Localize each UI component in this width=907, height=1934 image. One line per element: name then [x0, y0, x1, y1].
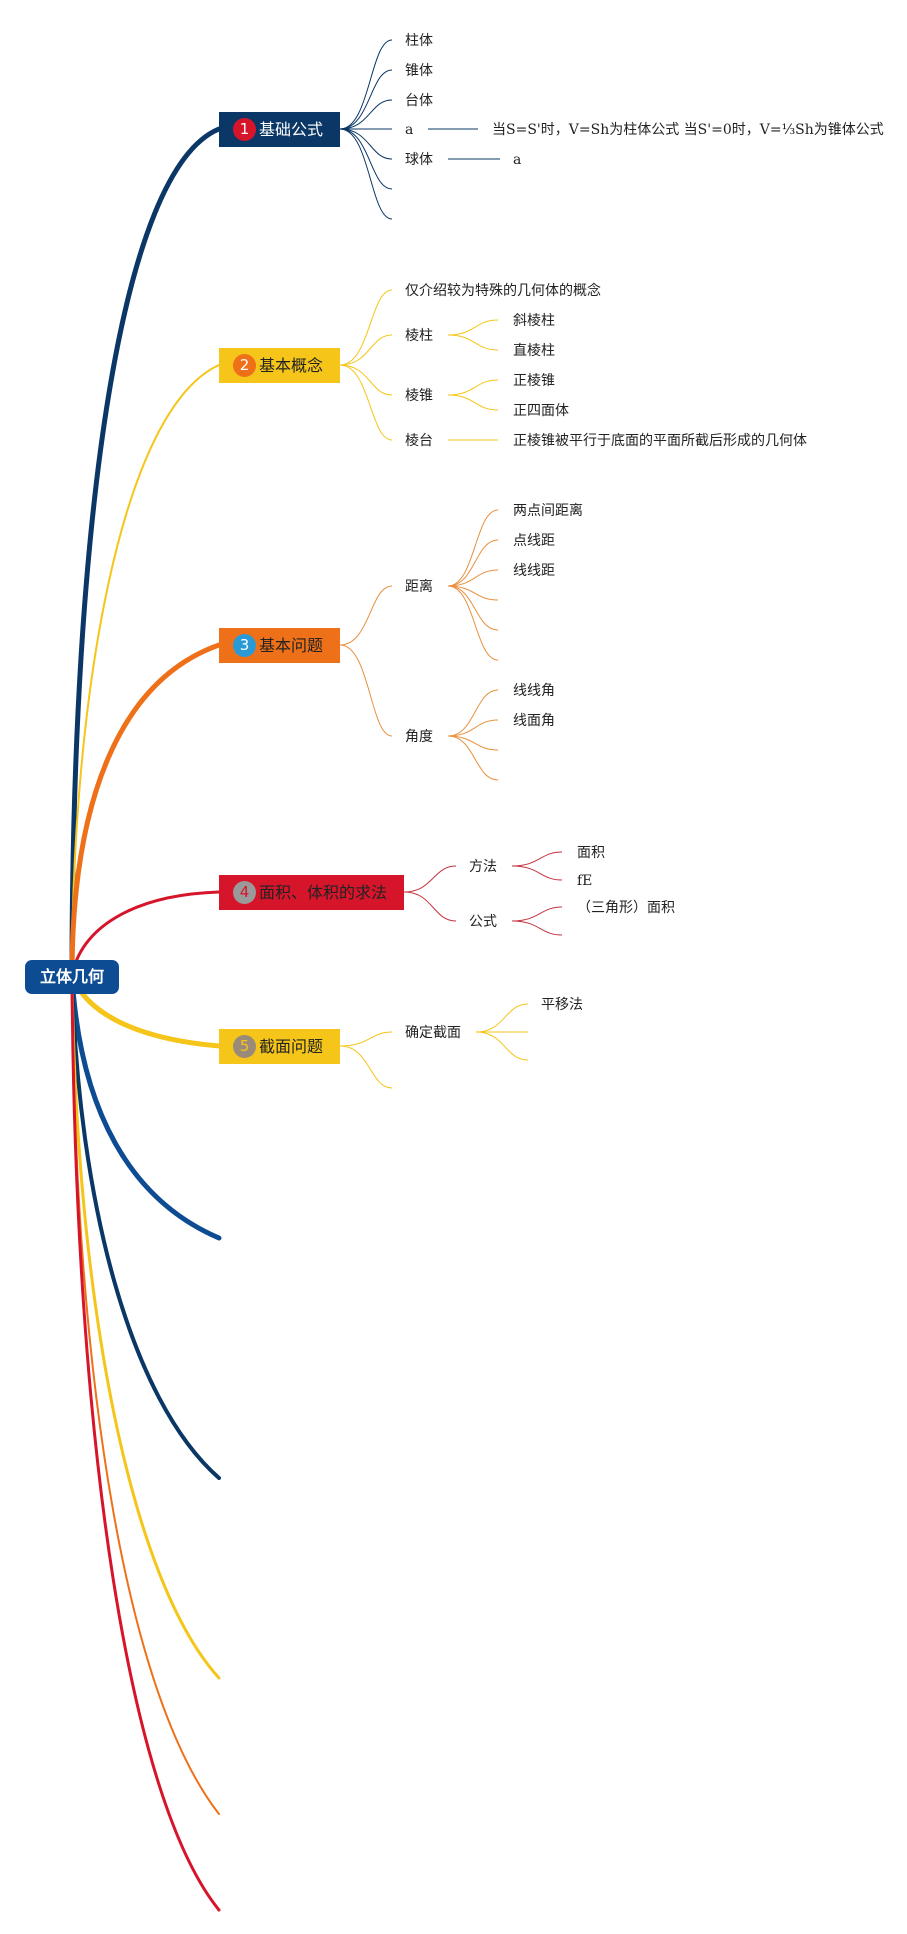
topic-label: 基础公式 — [259, 120, 324, 139]
topic-5-labels: 确定截面 平移法 — [405, 997, 583, 1041]
topic-4-labels: 方法 面积 fE 公式 （三角形）面积 — [469, 845, 675, 930]
main-branches — [69, 126, 222, 1912]
t1-child-5[interactable]: 球体 — [405, 152, 433, 168]
topic-4-subtree — [403, 851, 563, 936]
branch-topic-2 — [71, 364, 220, 977]
t1-child-4-formula[interactable]: 当S=S'时，V=Sh为柱体公式 当S'=0时，V=⅓Sh为锥体公式 — [492, 122, 884, 138]
root-label: 立体几何 — [39, 967, 104, 986]
topic-label: 面积、体积的求法 — [259, 883, 388, 902]
topic-node-cross-section-problems[interactable]: 5 截面问题 — [219, 1029, 340, 1064]
t1-child-3[interactable]: 台体 — [405, 93, 433, 109]
t2-child-1[interactable]: 仅介绍较为特殊的几何体的概念 — [405, 282, 601, 299]
topic-1-subtree — [339, 39, 500, 220]
t2-child-4-a[interactable]: 正棱锥被平行于底面的平面所截后形成的几何体 — [513, 433, 807, 449]
branch-topic-3 — [69, 642, 222, 979]
t3-child-2-b[interactable]: 线面角 — [513, 713, 555, 729]
branch-extra-5 — [70, 974, 221, 1912]
t2-child-3-a[interactable]: 正棱锥 — [513, 373, 555, 389]
t3-child-1-c[interactable]: 线线距 — [513, 563, 555, 579]
t2-child-3-b[interactable]: 正四面体 — [513, 403, 569, 419]
topic-3-labels: 距离 两点间距离 点线距 线线距 角度 线线角 线面角 — [405, 502, 583, 745]
topic-node-basic-problems[interactable]: 3 基本问题 — [219, 628, 340, 663]
t2-child-2[interactable]: 棱柱 — [405, 328, 433, 344]
topic-3-subtree — [339, 509, 499, 781]
t3-child-1-b[interactable]: 点线距 — [513, 533, 555, 549]
t3-child-2-a[interactable]: 线线角 — [513, 683, 555, 699]
t1-child-2[interactable]: 锥体 — [405, 63, 433, 79]
branch-extra-2 — [70, 974, 221, 1480]
topic-node-basic-formulas[interactable]: 1 基础公式 — [219, 112, 340, 147]
topic-5-subtree — [339, 1003, 529, 1089]
t2-child-4[interactable]: 棱台 — [405, 433, 433, 449]
topic-node-area-volume-methods[interactable]: 4 面积、体积的求法 — [219, 875, 404, 910]
branch-topic-4 — [70, 890, 221, 978]
root-node[interactable]: 立体几何 — [25, 960, 119, 994]
topic-2-subtree — [339, 289, 499, 441]
t5-child-1-a[interactable]: 平移法 — [541, 997, 583, 1013]
t3-child-1-a[interactable]: 两点间距离 — [513, 502, 583, 519]
t1-child-1[interactable]: 柱体 — [405, 33, 433, 49]
topic-number-badge: 4 — [233, 881, 256, 904]
t4-child-2-a[interactable]: （三角形）面积 — [577, 900, 675, 916]
topic-label: 截面问题 — [259, 1037, 324, 1056]
t1-child-5-sub[interactable]: a — [513, 152, 521, 168]
t4-child-1-b[interactable]: fE — [577, 873, 592, 889]
branch-extra-3 — [70, 974, 221, 1680]
topic-node-basic-concepts[interactable]: 2 基本概念 — [219, 348, 340, 383]
t2-child-2-a[interactable]: 斜棱柱 — [513, 313, 555, 329]
topic-1-labels: 柱体 锥体 台体 a 当S=S'时，V=Sh为柱体公式 当S'=0时，V=⅓Sh… — [405, 33, 884, 168]
topic-number-badge: 3 — [233, 634, 256, 657]
t1-child-4[interactable]: a — [405, 122, 413, 138]
t3-child-2[interactable]: 角度 — [405, 729, 433, 745]
topic-label: 基本概念 — [259, 356, 324, 375]
t4-child-2[interactable]: 公式 — [469, 914, 497, 930]
t2-child-2-b[interactable]: 直棱柱 — [513, 342, 555, 359]
t2-child-3[interactable]: 棱锥 — [405, 388, 433, 404]
topic-label: 基本问题 — [259, 636, 324, 655]
t5-child-1[interactable]: 确定截面 — [405, 1025, 461, 1041]
topic-number-badge: 5 — [233, 1035, 256, 1058]
t3-child-1[interactable]: 距离 — [405, 578, 433, 595]
topic-2-labels: 仅介绍较为特殊的几何体的概念 棱柱 斜棱柱 直棱柱 棱锥 正棱锥 正四面体 棱台… — [405, 282, 807, 449]
t4-child-1[interactable]: 方法 — [469, 859, 497, 875]
topic-number-badge: 2 — [233, 354, 256, 377]
t4-child-1-a[interactable]: 面积 — [577, 845, 605, 861]
branch-topic-1 — [69, 126, 222, 979]
topic-number-badge: 1 — [233, 118, 256, 141]
branch-extra-1 — [69, 973, 222, 1241]
